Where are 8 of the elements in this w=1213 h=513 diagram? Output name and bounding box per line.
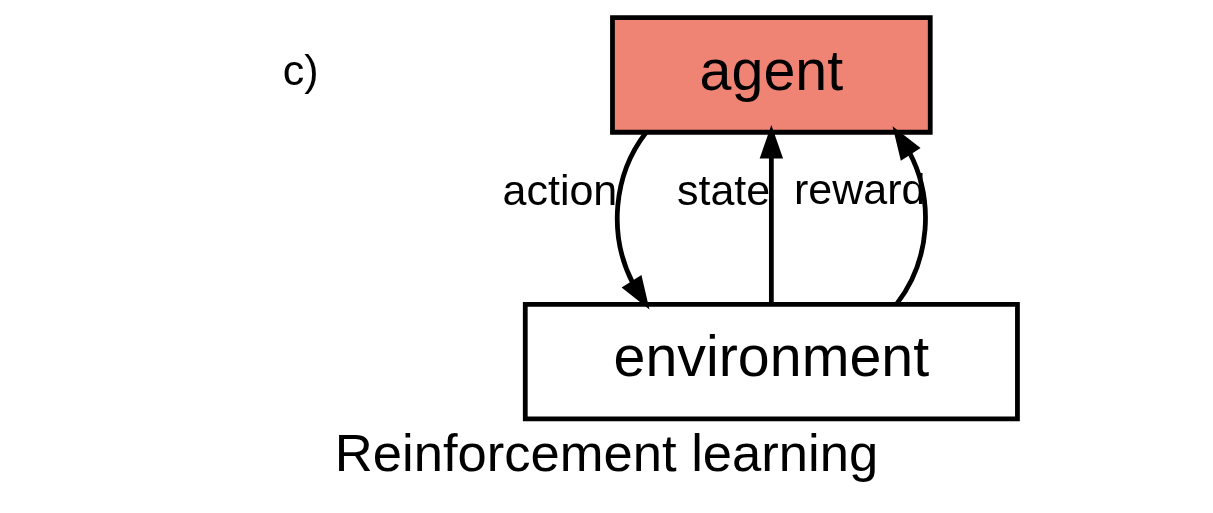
- label: c): [282, 46, 319, 95]
- caption: Reinforcement learning: [334, 422, 879, 482]
- edge-label: state: [676, 165, 771, 214]
- arrow: [892, 126, 928, 305]
- node-box: environment: [522, 301, 1020, 422]
- edge-label: action: [502, 166, 618, 215]
- arrow: [759, 125, 784, 304]
- node-box: agent: [610, 15, 933, 135]
